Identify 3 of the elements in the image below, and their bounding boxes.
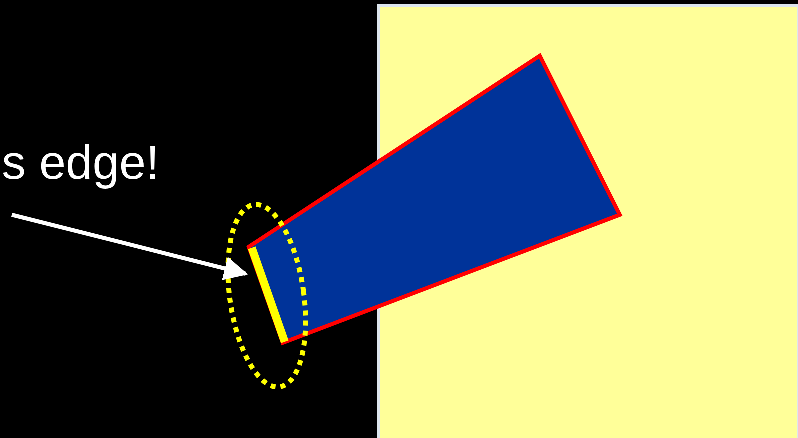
callout-text: s edge! [2, 136, 160, 192]
arrow [12, 213, 248, 280]
edge-highlight [248, 246, 289, 344]
